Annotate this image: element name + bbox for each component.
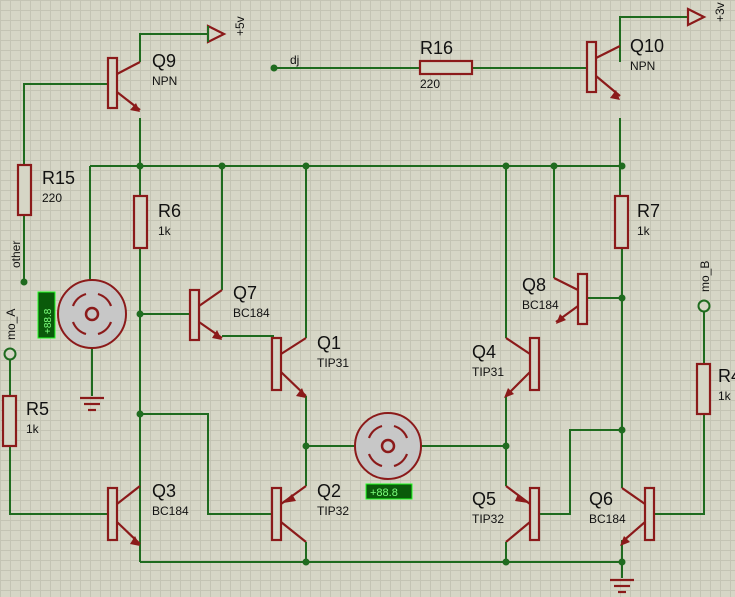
net-mo-b-label: mo_B [698, 261, 712, 292]
meter-center-value: +88.8 [370, 487, 398, 499]
wire [654, 414, 705, 515]
net-dj-label: dj [290, 53, 299, 67]
power-3v[interactable]: +3v [686, 2, 727, 27]
r6-label: R6 [158, 201, 181, 221]
transistor-q2[interactable]: Q2 TIP32 [270, 481, 349, 562]
resistor-r16[interactable]: R16 220 [418, 38, 474, 91]
motor-center-icon[interactable] [354, 412, 422, 480]
net-mo-b[interactable]: mo_B [697, 261, 712, 313]
q6-label: Q6 [589, 489, 613, 509]
r4-value: 1k [718, 389, 732, 403]
motor-left-icon[interactable] [57, 279, 127, 349]
r5-value: 1k [26, 422, 40, 436]
wire [140, 413, 274, 515]
r16-value: 220 [420, 77, 440, 91]
q5-label: Q5 [472, 489, 496, 509]
q7-label: Q7 [233, 283, 257, 303]
wire [538, 429, 622, 515]
q3-value: BC184 [152, 504, 189, 518]
resistor-r7[interactable]: R7 1k [613, 194, 660, 250]
net-other-label: other [9, 241, 23, 268]
r16-label: R16 [420, 38, 453, 58]
q9-value: NPN [152, 74, 177, 88]
resistor-r5[interactable]: R5 1k [1, 394, 49, 448]
r7-label: R7 [637, 201, 660, 221]
power-3v-label: +3v [713, 2, 727, 22]
q2-label: Q2 [317, 481, 341, 501]
r15-value: 220 [42, 191, 62, 205]
transistor-q4[interactable]: Q4 TIP31 [472, 336, 541, 398]
transistor-q6[interactable]: Q6 BC184 [589, 486, 656, 546]
q4-value: TIP31 [472, 365, 504, 379]
q8-value: BC184 [522, 298, 559, 312]
q10-label: Q10 [630, 36, 664, 56]
q3-label: Q3 [152, 481, 176, 501]
transistor-q3[interactable]: Q3 BC184 [106, 481, 189, 546]
meter-left-value: +88.8 [43, 308, 54, 334]
net-dj[interactable]: dj [290, 53, 299, 67]
transistor-q8[interactable]: Q8 BC184 [522, 272, 589, 326]
resistor-r4[interactable]: R4 1k [695, 362, 735, 416]
transistor-q9[interactable]: Q9 NPN [106, 51, 177, 112]
ground-right-icon [610, 578, 634, 594]
net-mo-a-label: mo_A [4, 309, 18, 340]
wire [139, 33, 208, 62]
junctions [20, 64, 626, 566]
net-mo-a[interactable]: mo_A [3, 309, 18, 361]
transistor-q1[interactable]: Q1 TIP31 [270, 333, 349, 398]
power-5v-label: +5v [233, 16, 247, 36]
transistor-q7[interactable]: Q7 BC184 [188, 283, 270, 342]
q8-label: Q8 [522, 275, 546, 295]
wires [9, 16, 705, 578]
ground-left-icon [80, 396, 104, 412]
meter-center: +88.8 [365, 483, 413, 500]
power-5v[interactable]: +5v [206, 16, 247, 44]
wire [9, 446, 108, 515]
q2-value: TIP32 [317, 504, 349, 518]
wire [23, 83, 108, 165]
r6-value: 1k [158, 224, 172, 238]
q6-value: BC184 [589, 512, 626, 526]
transistor-q5[interactable]: Q5 TIP32 [472, 485, 541, 562]
resistor-r15[interactable]: R15 220 [16, 163, 75, 217]
r4-label: R4 [718, 366, 735, 386]
transistor-q10[interactable]: Q10 NPN [585, 36, 664, 100]
resistor-r6[interactable]: R6 1k [132, 194, 181, 250]
q4-label: Q4 [472, 342, 496, 362]
q9-label: Q9 [152, 51, 176, 71]
q1-value: TIP31 [317, 356, 349, 370]
q10-value: NPN [630, 59, 655, 73]
meter-left: +88.8 [37, 291, 56, 339]
q7-value: BC184 [233, 306, 270, 320]
r7-value: 1k [637, 224, 651, 238]
q1-label: Q1 [317, 333, 341, 353]
r15-label: R15 [42, 168, 75, 188]
net-other[interactable]: other [9, 241, 23, 268]
r5-label: R5 [26, 399, 49, 419]
q5-value: TIP32 [472, 512, 504, 526]
